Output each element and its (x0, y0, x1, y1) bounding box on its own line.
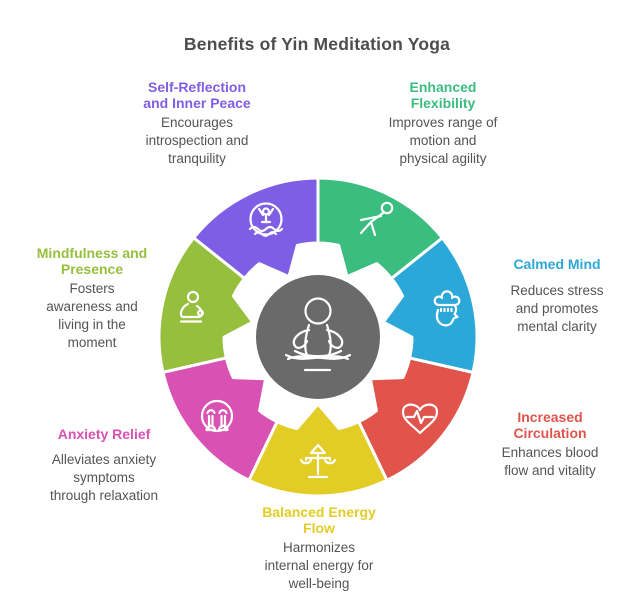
benefit-description: Encourages introspection and tranquility (145, 115, 249, 167)
benefit-anxiety-relief: Anxiety Relief Alleviates anxiety sympto… (19, 426, 189, 505)
center-hub-circle (256, 275, 380, 399)
page-title: Benefits of Yin Meditation Yoga (183, 34, 451, 54)
benefit-description: Enhances blood flow and vitality (501, 445, 599, 479)
segment-increased-circulation (357, 356, 475, 482)
lotus-meditation-icon (284, 297, 352, 372)
benefit-description: Reduces stress and promotes mental clari… (510, 283, 604, 334)
benefit-enhanced-flexibility: Enhanced Flexibility Improves range of m… (363, 79, 523, 168)
segment-balanced-energy-flow (247, 402, 389, 498)
benefit-description: Harmonizes internal energy for well-bein… (264, 540, 374, 592)
anxious-crying-face-icon (200, 399, 234, 433)
segment-mindfulness-presence (157, 236, 255, 374)
benefit-calmed-mind: Calmed Mind Reduces stress and promotes … (487, 256, 627, 336)
benefit-self-reflection: Self-Reflection and Inner Peace Encourag… (117, 79, 277, 168)
segment-enhanced-flexibility (316, 176, 444, 280)
benefit-mindfulness-presence: Mindfulness and Presence Fosters awarene… (16, 245, 168, 352)
stretching-person-icon (359, 201, 394, 237)
segment-calmed-mind (381, 236, 479, 374)
head-rain-cloud-icon (433, 290, 461, 327)
benefit-heading: Mindfulness and Presence (36, 245, 148, 278)
benefit-description: Alleviates anxiety symptoms through rela… (49, 452, 159, 503)
balance-scale-icon (299, 443, 337, 479)
benefit-heading: Self-Reflection and Inner Peace (143, 79, 251, 112)
benefit-heading: Enhanced Flexibility (409, 79, 477, 112)
benefit-balanced-energy-flow: Balanced Energy Flow Harmonizes internal… (234, 504, 404, 593)
benefit-description: Improves range of motion and physical ag… (388, 115, 498, 167)
meditating-person-icon (179, 290, 205, 323)
benefit-heading: Anxiety Relief (57, 426, 151, 442)
benefit-increased-circulation: Increased Circulation Enhances blood flo… (474, 409, 626, 480)
benefit-heading: Calmed Mind (513, 256, 601, 272)
benefit-heading: Balanced Energy Flow (262, 504, 376, 537)
segment-anxiety-relief (161, 356, 279, 482)
benefit-description: Fosters awareness and living in the mome… (46, 281, 138, 350)
benefit-heading: Increased Circulation (513, 409, 587, 442)
person-rising-over-waves-icon (248, 202, 284, 237)
heart-pulse-icon (401, 403, 439, 435)
